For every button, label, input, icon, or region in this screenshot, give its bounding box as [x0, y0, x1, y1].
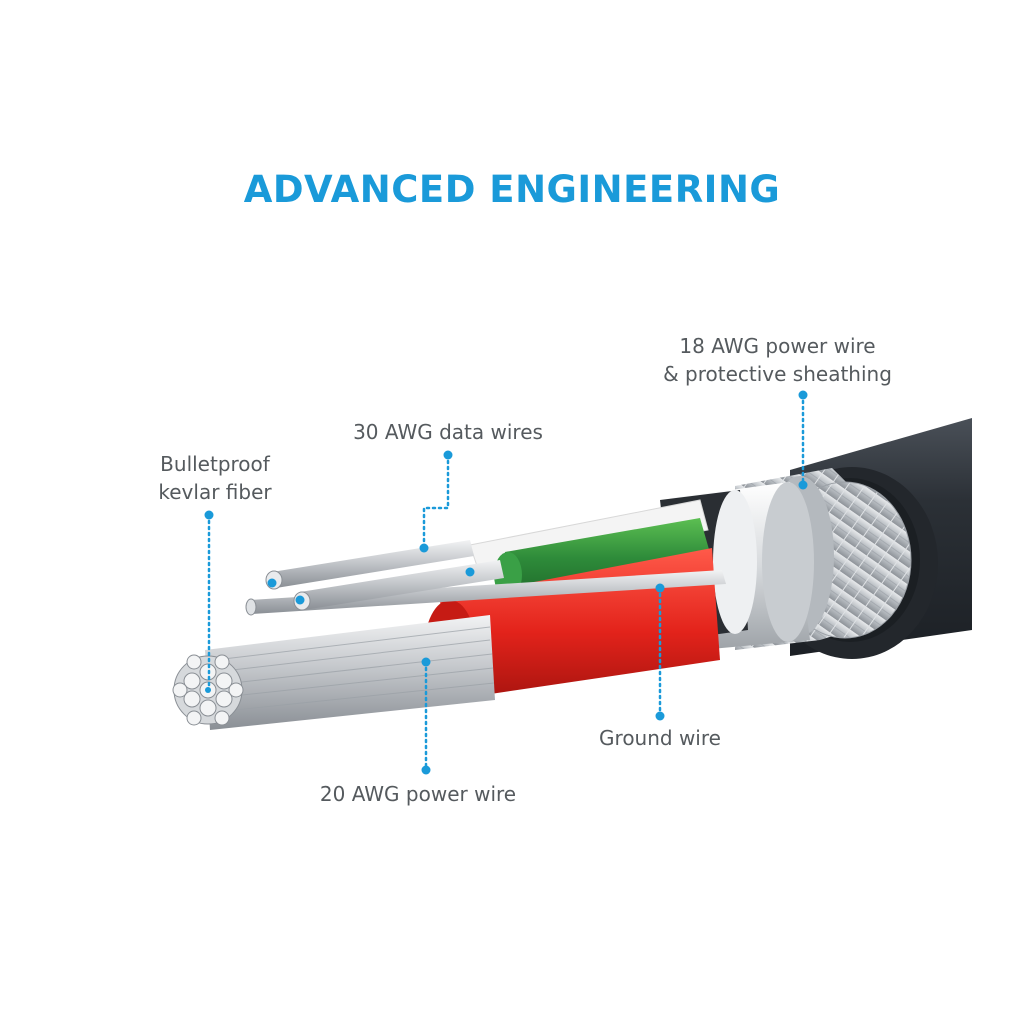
label-ground-wire: Ground wire	[585, 724, 735, 752]
dot-20awg-top	[422, 658, 431, 667]
label-18awg-line2: & protective sheathing	[650, 360, 905, 388]
leader-30awg	[424, 455, 448, 548]
label-20awg-power-wire: 20 AWG power wire	[300, 780, 536, 808]
dot-30awg-top	[444, 451, 453, 460]
label-18awg-power-wire: 18 AWG power wire & protective sheathing	[650, 332, 905, 388]
dot-20awg-end	[422, 766, 431, 775]
dot-30awg-b	[466, 568, 475, 577]
dot-18awg-top	[799, 391, 808, 400]
dot-ground-end	[656, 712, 665, 721]
label-kevlar-fiber: Bulletproof kevlar fiber	[140, 450, 290, 506]
dot-ground-top	[656, 584, 665, 593]
dot-18awg-end	[799, 481, 808, 490]
dot-kevlar-b	[296, 596, 305, 605]
label-kevlar-line1: Bulletproof	[140, 450, 290, 478]
dot-kevlar-a	[268, 579, 277, 588]
dot-kevlar-top	[205, 511, 214, 520]
label-kevlar-line2: kevlar fiber	[140, 478, 290, 506]
label-ground-text: Ground wire	[585, 724, 735, 752]
power-conductor-bundle	[173, 615, 495, 730]
label-30awg-text: 30 AWG data wires	[330, 418, 566, 446]
label-18awg-line1: 18 AWG power wire	[650, 332, 905, 360]
label-30awg-data-wires: 30 AWG data wires	[330, 418, 566, 446]
label-20awg-text: 20 AWG power wire	[300, 780, 536, 808]
dot-30awg-a	[420, 544, 429, 553]
